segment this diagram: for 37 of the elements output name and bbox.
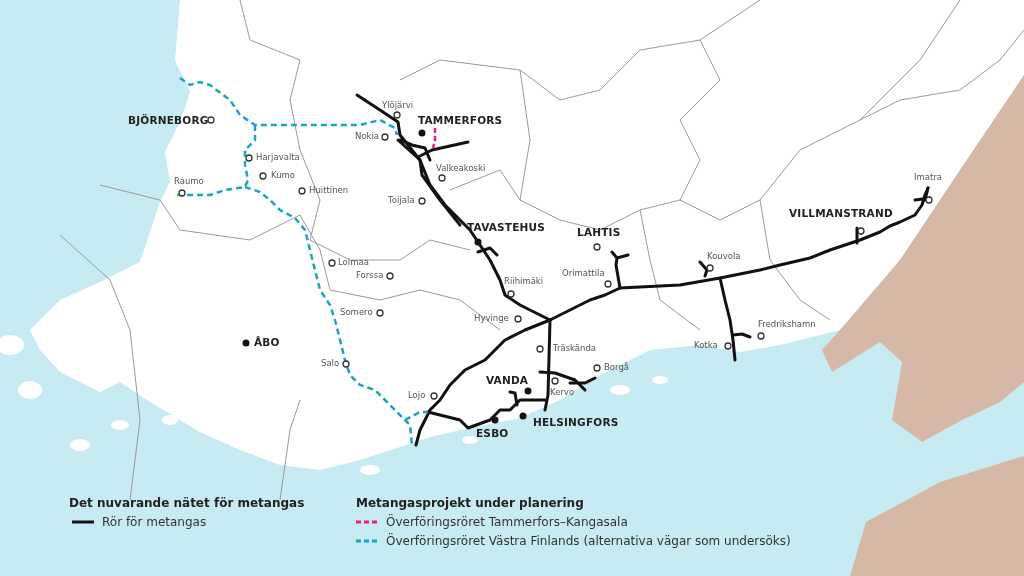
city-label: Ylöjärvi	[382, 101, 414, 110]
city-label: Kotka	[694, 341, 718, 350]
city-label: Orimattila	[562, 269, 605, 278]
city-label: Nokia	[355, 132, 380, 141]
legend-text: Överföringsröret Västra Finlands (alternativa vägar som undersöks)	[386, 535, 791, 547]
city-label: LAHTIS	[577, 227, 621, 238]
city-label: Kumo	[271, 171, 296, 180]
legend-text: Rör för metangas	[102, 516, 207, 528]
city-label: VILLMANSTRAND	[789, 208, 893, 219]
city-label: Harjavalta	[256, 153, 300, 162]
city-label: BJÖRNEBORG	[128, 115, 209, 126]
city-label: ESBO	[476, 428, 509, 439]
city-label: Raumo	[174, 177, 204, 186]
city-label: Kouvola	[707, 252, 741, 261]
city-label: Hyvinge	[474, 314, 509, 323]
city-label: Lojo	[408, 391, 426, 400]
city-label: Valkeakoski	[436, 164, 486, 173]
city-label: Huittinen	[309, 186, 349, 195]
city-label: Fredrikshamn	[758, 320, 816, 329]
legend-text: Överföringsröret Tammerfors–Kangasala	[386, 516, 628, 528]
city-label: VANDA	[486, 375, 529, 386]
city-label: TAVASTEHUS	[467, 222, 546, 233]
city-label: TAMMERFORS	[418, 115, 503, 126]
city-label: Borgå	[604, 363, 629, 372]
city-label: Riihimäki	[504, 277, 544, 286]
city-label: Kervo	[550, 388, 575, 397]
city-label: Forssa	[356, 271, 384, 280]
city-label: Träskända	[553, 344, 597, 353]
city-label: Toijala	[388, 196, 415, 205]
legend-heading: Metangasprojekt under planering	[356, 497, 584, 509]
city-label: Imatra	[914, 173, 943, 182]
city-label: HELSINGFORS	[533, 417, 619, 428]
city-label: Loimaa	[338, 258, 369, 267]
city-label: Salo	[321, 359, 340, 368]
legend-heading: Det nuvarande nätet för metangas	[69, 497, 305, 509]
city-label: ÅBO	[254, 337, 280, 348]
city-label: Somero	[340, 308, 373, 317]
